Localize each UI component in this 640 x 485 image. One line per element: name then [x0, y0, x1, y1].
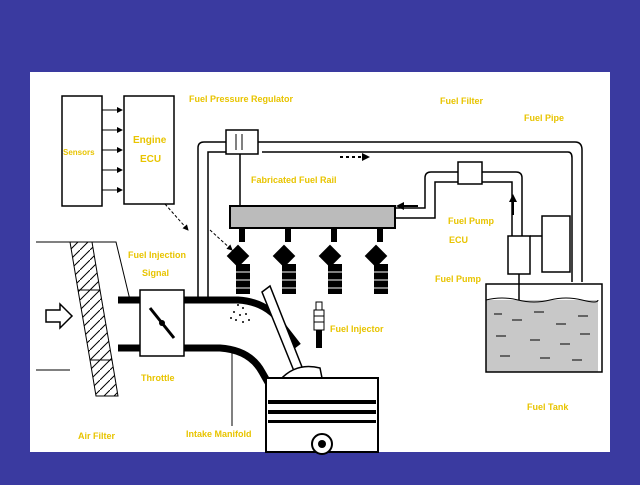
injection-signal-lines [164, 203, 233, 251]
fuel-filter-label: Fuel Filter [440, 96, 484, 106]
intake-manifold-label: Intake Manifold [186, 429, 252, 439]
sensors-label: Sensors [63, 148, 95, 157]
fabricated-fuel-rail-label: Fabricated Fuel Rail [251, 175, 337, 185]
fuel-pump-box [507, 235, 531, 275]
flow-arrow-rail [396, 202, 418, 210]
fuel-tank-label: Fuel Tank [527, 402, 569, 412]
fuel-pump-ecu-label-line1: Fuel Pump [448, 216, 495, 226]
fuel-injection-signal-label-line1: Fuel Injection [128, 250, 186, 260]
fuel-spray [230, 304, 250, 323]
air-filter-label: Air Filter [78, 431, 116, 441]
engine-cylinder [265, 377, 379, 455]
engine-ecu-box: Engine ECU [123, 95, 175, 205]
air-inlet-arrow [45, 302, 74, 330]
fuel-pump-label: Fuel Pump [435, 274, 482, 284]
fuel-rail [229, 205, 396, 229]
fuel-pressure-regulator-label: Fuel Pressure Regulator [189, 94, 294, 104]
fuel-pipe-label: Fuel Pipe [524, 113, 564, 123]
fuel-injection-signal-label-line2: Signal [142, 268, 169, 278]
fuel-pump-ecu-label-line2: ECU [449, 235, 468, 245]
air-filter [36, 241, 131, 397]
engine-ecu-label-line2: ECU [140, 154, 161, 165]
flow-arrow-pump [509, 194, 517, 215]
fuel-pressure-regulator [225, 129, 259, 205]
throttle-label: Throttle [141, 373, 175, 383]
engine-ecu-label-line1: Engine [133, 135, 167, 146]
spark-plug [313, 301, 325, 348]
fuel-tank [485, 283, 603, 373]
flow-arrow-pipe [340, 153, 370, 161]
throttle-body [139, 289, 185, 357]
fuel-pump-ecu-box [541, 215, 571, 273]
fuel-filter [457, 161, 483, 185]
fuel-injector-label: Fuel Injector [330, 324, 384, 334]
sensors-box: Sensors [61, 95, 123, 207]
